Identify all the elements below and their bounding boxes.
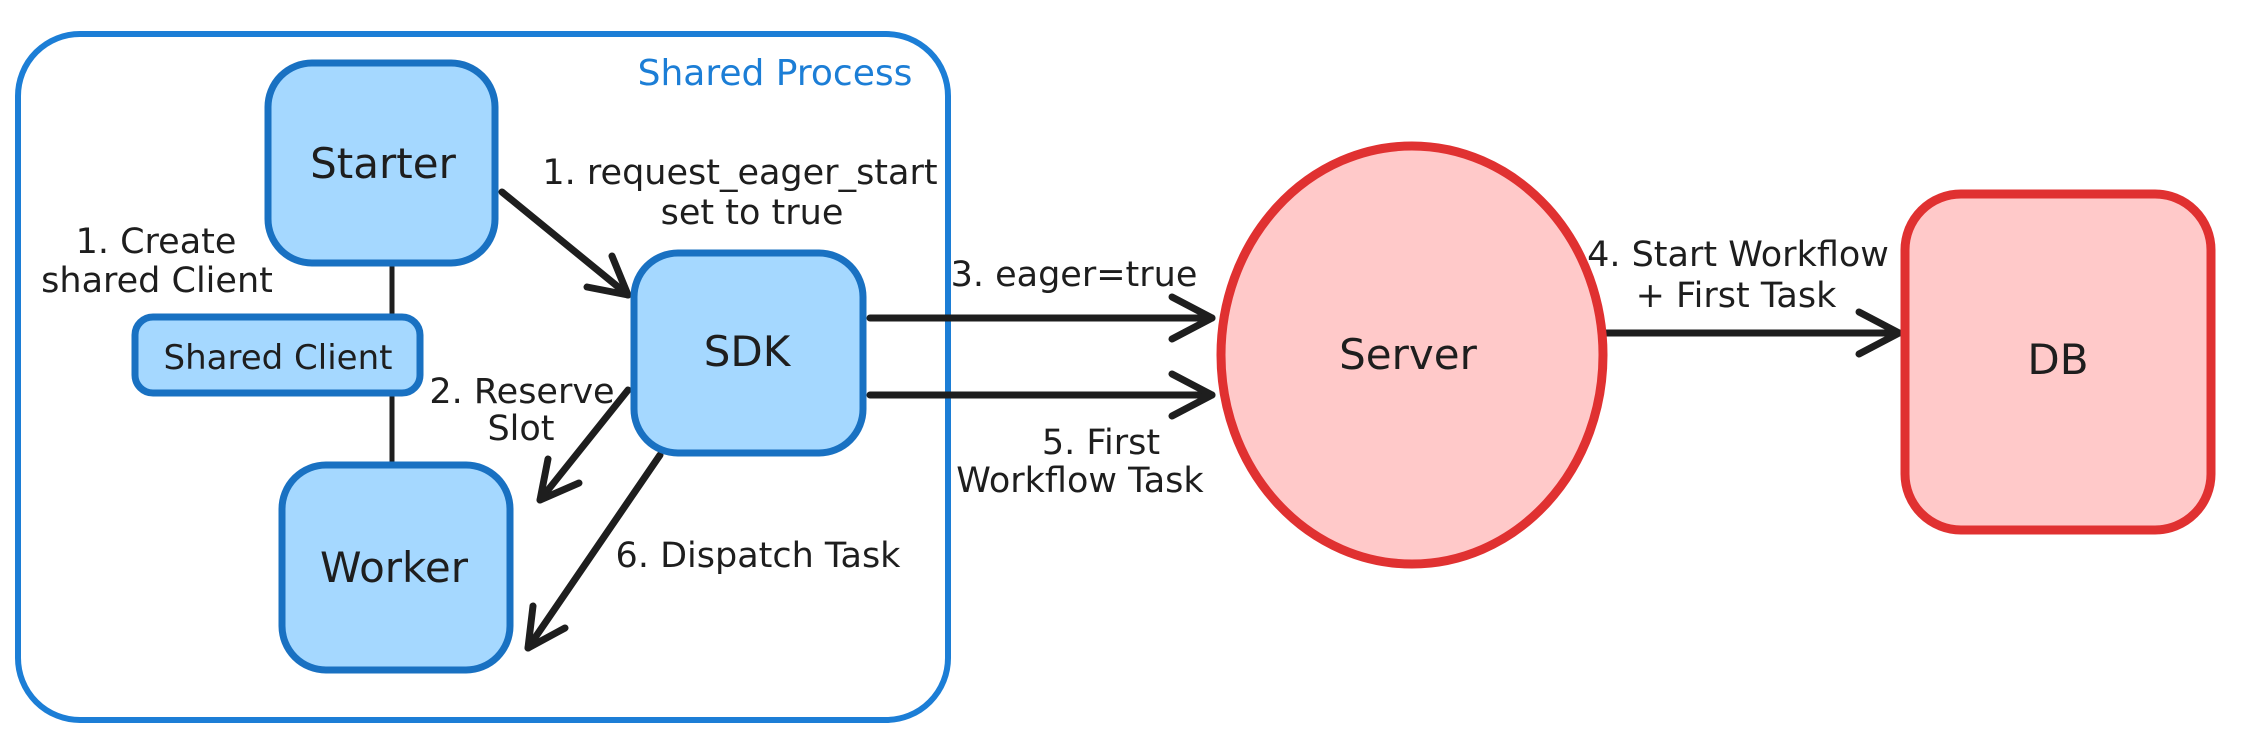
svg-text:4. Start Workflow: 4. Start Workflow	[1587, 235, 1889, 275]
annotation-eager-true: 3. eager=true	[951, 255, 1198, 295]
db-node	[1900, 189, 2216, 535]
svg-text:6. Dispatch Task: 6. Dispatch Task	[616, 536, 902, 576]
svg-text:set to true: set to true	[661, 193, 844, 233]
svg-text:1. Create: 1. Create	[76, 222, 237, 262]
svg-text:Slot: Slot	[487, 409, 554, 449]
svg-text:+ First Task: + First Task	[1636, 276, 1838, 316]
annotation-reserve-slot: 2. Reserve Slot	[429, 372, 614, 449]
annotation-dispatch-task: 6. Dispatch Task	[616, 536, 902, 576]
sdk-node	[630, 249, 867, 457]
shared-client-label: Shared Client	[164, 338, 393, 378]
arrow-sdk-to-server-first-task	[866, 370, 1216, 420]
annotation-first-workflow-task: 5. First Workflow Task	[956, 423, 1204, 501]
arrow-starter-to-sdk	[498, 188, 632, 299]
shared-client-node	[131, 313, 424, 397]
db-label: DB	[2027, 335, 2088, 384]
worker-label: Worker	[320, 543, 469, 592]
arrow-sdk-to-worker-dispatch	[524, 451, 664, 652]
svg-text:Workflow Task: Workflow Task	[956, 461, 1204, 501]
annotation-create-shared-client: 1. Create shared Client	[41, 222, 273, 301]
shared-process-container	[15, 31, 951, 723]
shared-process-label: Shared Process	[638, 53, 913, 94]
svg-text:5. First: 5. First	[1042, 423, 1160, 463]
svg-text:3. eager=true: 3. eager=true	[951, 255, 1198, 295]
arrow-sdk-to-server-eager	[866, 293, 1216, 343]
arrow-server-to-db	[1602, 308, 1903, 358]
starter-label: Starter	[310, 139, 456, 188]
arrow-sdk-to-worker-reserve	[536, 386, 632, 504]
svg-text:1. request_eager_start: 1. request_eager_start	[542, 153, 937, 193]
svg-text:2. Reserve: 2. Reserve	[429, 372, 614, 412]
server-node	[1216, 141, 1608, 569]
worker-node	[278, 461, 514, 674]
server-label: Server	[1339, 330, 1477, 379]
svg-text:shared Client: shared Client	[41, 261, 273, 301]
annotation-request-eager-start: 1. request_eager_start set to true	[542, 153, 937, 233]
sdk-label: SDK	[704, 327, 792, 376]
annotation-start-workflow: 4. Start Workflow + First Task	[1587, 235, 1889, 316]
starter-node	[264, 59, 499, 267]
